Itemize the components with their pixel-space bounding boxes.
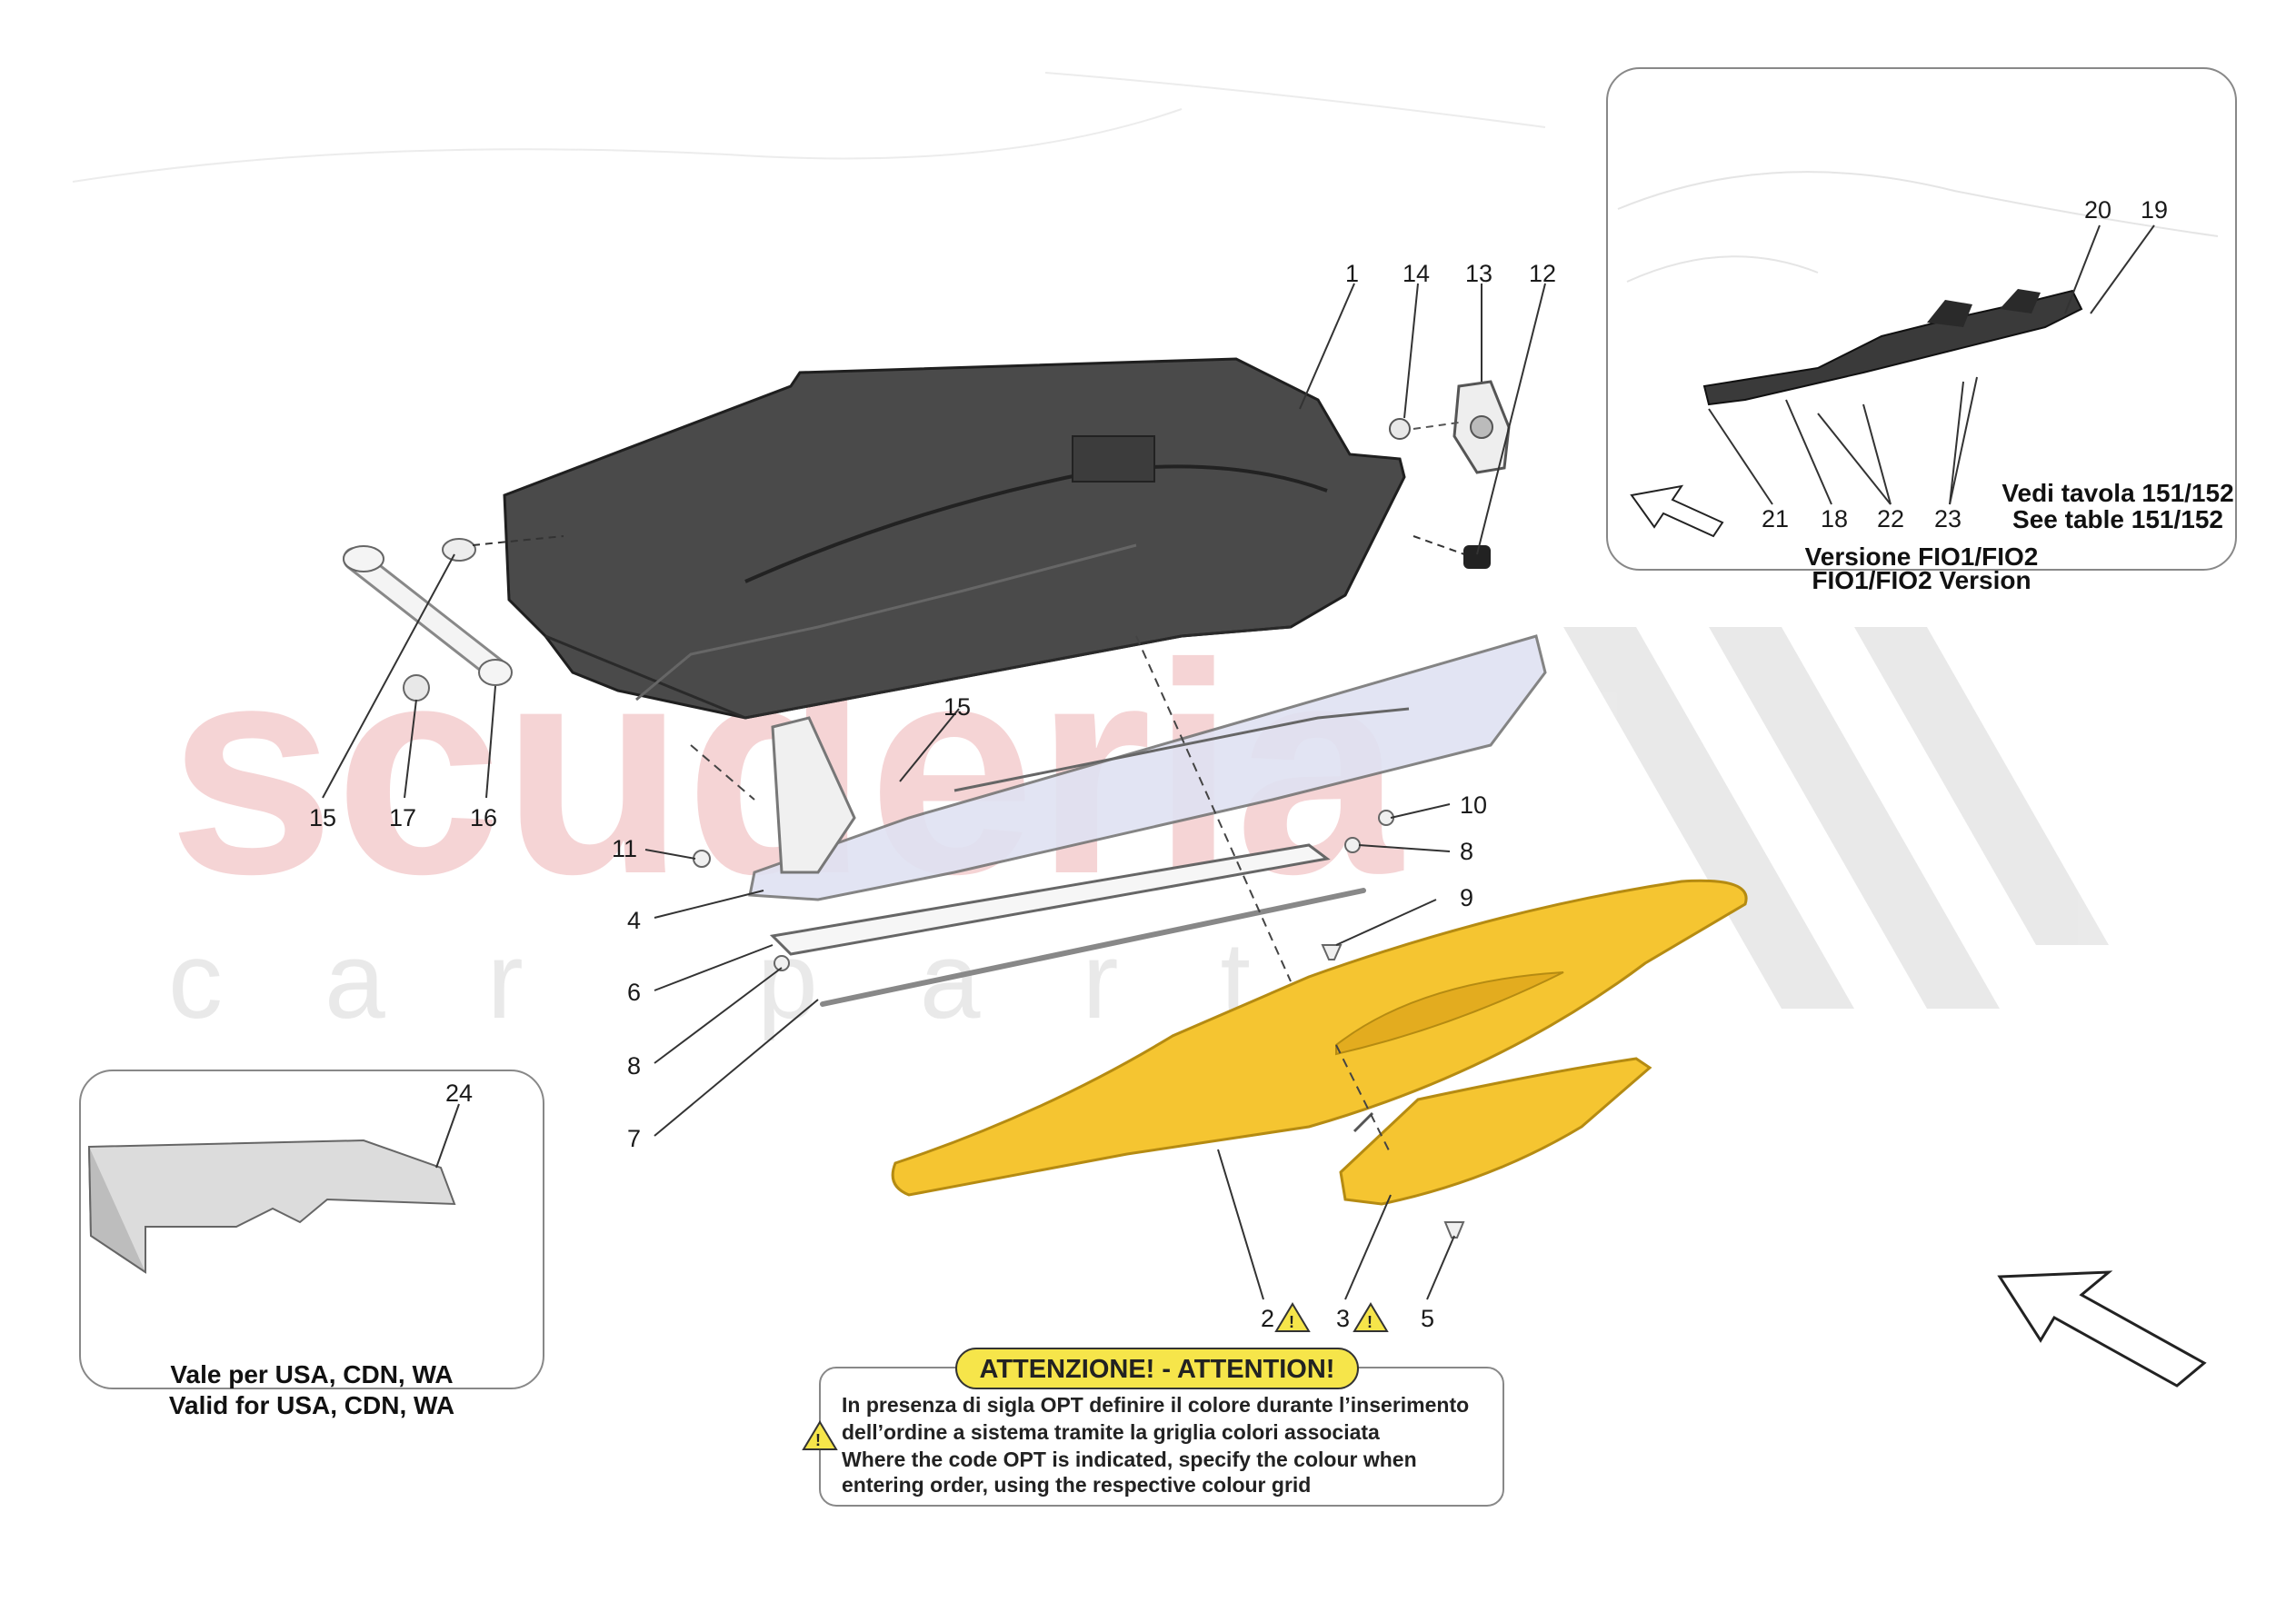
gas-strut <box>343 535 564 702</box>
attention-title: ATTENZIONE! - ATTENTION! <box>980 1355 1335 1384</box>
callout-15-left: 15 <box>309 804 336 831</box>
background-car-outline <box>72 72 1546 183</box>
callout-1: 1 <box>1345 260 1359 287</box>
usa-version-inset: 24 Vale per USA, CDN, WA Valid for USA, … <box>79 1070 544 1419</box>
direction-arrow-icon <box>1997 1270 2207 1388</box>
svg-text:!: ! <box>1289 1313 1294 1331</box>
callout-2: 2 <box>1261 1305 1274 1332</box>
leader-lines <box>322 283 1546 1300</box>
fio-version-line-1: Versione FIO1/FIO2 <box>1805 542 2039 571</box>
cover-plate-24 <box>87 1139 456 1274</box>
fio-version-line-2: FIO1/FIO2 Version <box>1812 566 2031 594</box>
svg-text:!: ! <box>815 1431 821 1449</box>
callout-7: 7 <box>627 1125 641 1152</box>
callout-23: 23 <box>1934 505 1962 532</box>
attention-line-3: Where the code OPT is indicated, specify… <box>842 1448 1417 1471</box>
attention-line-4: entering order, using the respective col… <box>842 1473 1311 1497</box>
fio-version-inset: 21 18 22 23 20 19 Vedi tavola 151/152 Se… <box>1606 67 2237 594</box>
callout-8-right: 8 <box>1460 838 1473 865</box>
callout-22: 22 <box>1877 505 1904 532</box>
fio-ref-line-1: Vedi tavola 151/152 <box>2002 479 2233 507</box>
fio-direction-arrow-icon <box>1630 484 1724 538</box>
callout-18: 18 <box>1821 505 1848 532</box>
checkered-flag-watermark <box>1563 627 2109 1009</box>
usa-line-1: Vale per USA, CDN, WA <box>170 1360 453 1388</box>
callout-3: 3 <box>1336 1305 1350 1332</box>
handle-trim <box>1339 1057 1652 1206</box>
warning-icon-2: ! <box>1274 1302 1311 1332</box>
callout-12: 12 <box>1529 260 1556 287</box>
svg-text:!: ! <box>1367 1313 1373 1331</box>
fio-bracket <box>1702 289 2083 406</box>
callout-10: 10 <box>1460 791 1487 819</box>
callout-21: 21 <box>1762 505 1789 532</box>
attention-line-1: In presenza di sigla OPT definire il col… <box>842 1393 1469 1417</box>
callout-9: 9 <box>1460 884 1473 911</box>
callout-24: 24 <box>445 1080 473 1107</box>
screw-14 <box>1389 418 1460 440</box>
callout-4: 4 <box>627 907 641 934</box>
lid-inner-frame <box>748 634 1547 901</box>
callout-17: 17 <box>389 804 416 831</box>
fio-ref-line-2: See table 151/152 <box>2012 505 2223 533</box>
callout-13: 13 <box>1465 260 1492 287</box>
callout-16: 16 <box>470 804 497 831</box>
plug-12 <box>1413 535 1491 569</box>
assembly-lines <box>690 635 1392 1155</box>
attention-line-2: dell’ordine a sistema tramite la griglia… <box>842 1420 1380 1444</box>
attention-badge <box>955 1348 1359 1389</box>
attention-warning-icon: ! <box>802 1420 838 1450</box>
callout-6: 6 <box>627 979 641 1006</box>
fio-leaders <box>1708 224 2155 505</box>
callout-11: 11 <box>612 835 637 862</box>
callout-14: 14 <box>1403 260 1430 287</box>
hinge-bar <box>769 843 1366 1007</box>
callouts: 1 14 13 12 15 15 17 16 10 8 9 11 4 6 8 7… <box>309 260 1556 1332</box>
outer-trim-panel <box>891 879 1748 1197</box>
callout-20: 20 <box>2084 196 2111 224</box>
usa-line-2: Valid for USA, CDN, WA <box>169 1391 454 1419</box>
warning-icon-3: ! <box>1353 1302 1389 1332</box>
glove-box-body <box>503 357 1406 720</box>
attention-note: ATTENZIONE! - ATTENTION! ! In presenza d… <box>802 1348 1504 1507</box>
callout-8-left: 8 <box>627 1052 641 1080</box>
callout-15-right: 15 <box>943 693 971 721</box>
callout-5: 5 <box>1421 1305 1434 1332</box>
latch-bracket <box>1452 380 1511 474</box>
callout-19: 19 <box>2141 196 2168 224</box>
